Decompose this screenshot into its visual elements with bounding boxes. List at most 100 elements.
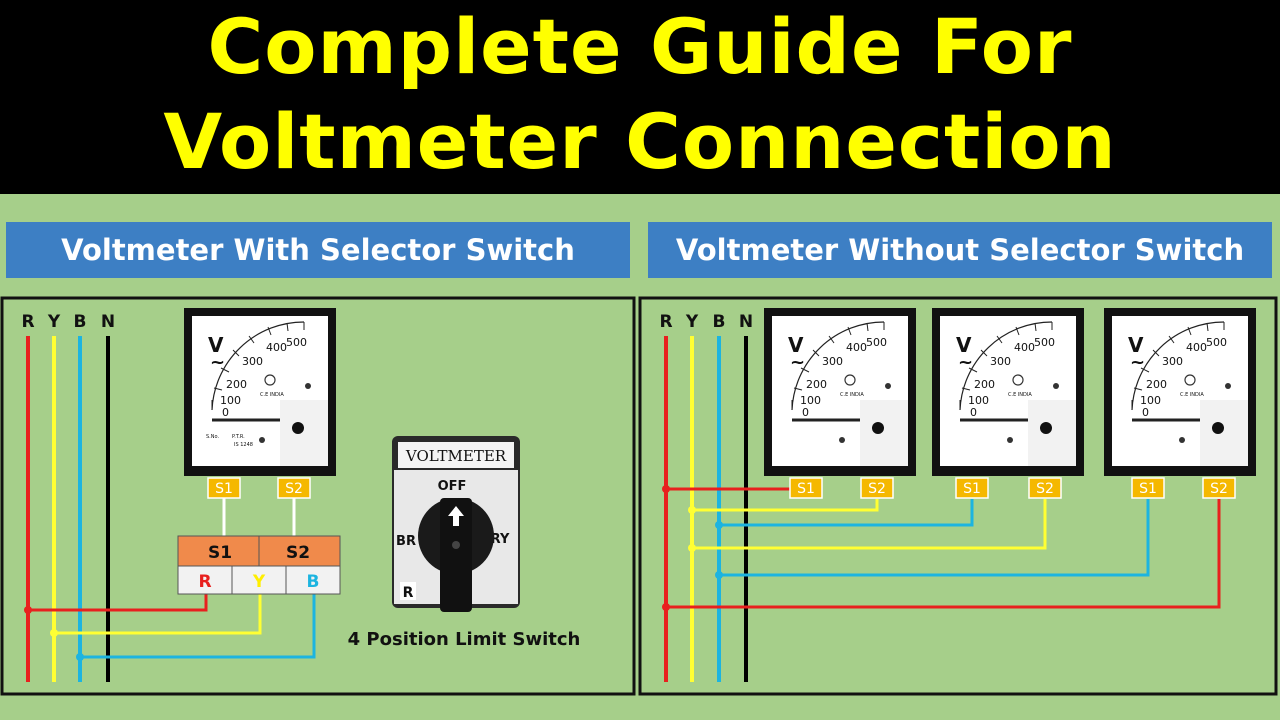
meter-unit-label: V: [1128, 333, 1144, 357]
meter-brand: C.E INDIA: [1180, 392, 1204, 398]
meter-scale-200: 200: [974, 378, 995, 391]
left-terminal-s2-label: S2: [285, 481, 303, 497]
right-voltmeter-3: V ~ 0 100 200 300 400 500 C.E INDIA: [1102, 306, 1258, 478]
right-section-header: Voltmeter Without Selector Switch: [648, 222, 1272, 278]
right-voltmeter-2: V ~ 0 100 200 300 400 500 C.E INDIA: [930, 306, 1086, 478]
right-junction-r1: [662, 485, 670, 493]
meter-scale-400: 400: [1014, 341, 1035, 354]
meter-ac-symbol: ~: [958, 352, 973, 373]
meter1-terminal-s1: [789, 477, 823, 499]
selector-block-r: R: [198, 572, 211, 592]
meter-brand: C.E INDIA: [840, 392, 864, 398]
switch-nameplate: [398, 442, 514, 468]
right-junction-r2: [662, 603, 670, 611]
switch-knob-screw: [452, 541, 460, 549]
meter-scale-300: 300: [1162, 355, 1183, 368]
meter2-wire-b: [719, 499, 974, 527]
left-terminal-s2: [277, 477, 311, 499]
meter2-terminal-s1: [955, 477, 989, 499]
meter-standard-label: IS 1248: [234, 442, 253, 448]
meter-scale-0: 0: [970, 406, 977, 419]
right-phase-label-y: Y: [685, 312, 699, 332]
meter-ac-symbol: ~: [210, 352, 225, 373]
meter3-terminal-s1-label: S1: [1139, 481, 1157, 497]
meter-scale-500: 500: [1206, 336, 1227, 349]
meter-scale-300: 300: [822, 355, 843, 368]
right-junction-y1: [688, 506, 696, 514]
meter2-terminal-s2: [1028, 477, 1062, 499]
meter-scale-0: 0: [222, 406, 229, 419]
meter-scale-100: 100: [800, 394, 821, 407]
meter3-wire-b: [719, 499, 1150, 577]
meter1-terminal-s2-label: S2: [868, 481, 886, 497]
meter-unit-label: V: [956, 333, 972, 357]
selector-block-b: B: [307, 572, 320, 592]
switch-logo-box: [400, 582, 416, 600]
meter3-terminal-s1: [1131, 477, 1165, 499]
left-phase-label-n: N: [101, 312, 115, 332]
selector-block-bottom: [177, 565, 341, 595]
voltmeter-selector-switch: VOLTMETER OFF BR RY R: [392, 436, 520, 612]
meter2-terminal-s2-label: S2: [1036, 481, 1054, 497]
selector-terminal-block: S1 S2 R Y B: [177, 535, 341, 595]
left-phase-label-b: B: [74, 312, 87, 332]
meter-scale-200: 200: [806, 378, 827, 391]
meter-brand: C.E INDIA: [260, 392, 284, 398]
left-terminal-s1-label: S1: [215, 481, 233, 497]
switch-logo: R: [403, 585, 414, 601]
meter1-wire-y: [692, 499, 879, 512]
switch-position-br: BR: [396, 534, 416, 549]
switch-handle: [440, 498, 472, 612]
meter-serial-label: S.No.: [206, 434, 219, 440]
meter-scale-100: 100: [1140, 394, 1161, 407]
meter-unit-label: V: [788, 333, 804, 357]
meter-scale-200: 200: [226, 378, 247, 391]
meter-scale-0: 0: [802, 406, 809, 419]
switch-caption: 4 Position Limit Switch: [348, 629, 581, 650]
meter3-wire-r: [666, 499, 1221, 609]
switch-nameplate-text: VOLTMETER: [405, 447, 507, 465]
meter-scale-400: 400: [266, 341, 287, 354]
switch-arrow-icon: [448, 506, 464, 526]
meter-scale-300: 300: [242, 355, 263, 368]
meter-ac-symbol: ~: [790, 352, 805, 373]
meter-ptr-label: P.T.R.: [232, 434, 245, 440]
title-line-2: Voltmeter Connection: [163, 97, 1117, 186]
meter3-terminal-s2: [1202, 477, 1236, 499]
selector-block-s2: S2: [286, 543, 310, 563]
meter-scale-300: 300: [990, 355, 1011, 368]
right-junction-y2: [688, 544, 696, 552]
meter3-terminal-s2-label: S2: [1210, 481, 1228, 497]
switch-position-ry: RY: [491, 532, 510, 547]
meter2-wire-y: [692, 499, 1047, 550]
right-junction-b1: [715, 521, 723, 529]
meter1-terminal-s2: [860, 477, 894, 499]
meter-scale-100: 100: [220, 394, 241, 407]
meter-scale-400: 400: [1186, 341, 1207, 354]
left-wire-y: [54, 594, 262, 635]
meter1-terminal-s1-label: S1: [797, 481, 815, 497]
left-junction-b: [76, 653, 84, 661]
left-phase-label-y: Y: [47, 312, 61, 332]
meter-scale-0: 0: [1142, 406, 1149, 419]
selector-block-y: Y: [252, 572, 266, 592]
left-terminal-s1: [207, 477, 241, 499]
meter-scale-500: 500: [286, 336, 307, 349]
right-phase-label-r: R: [659, 312, 672, 332]
left-phase-label-r: R: [21, 312, 34, 332]
left-junction-y: [50, 629, 58, 637]
title-line-1: Complete Guide For: [207, 2, 1073, 91]
left-wire-b: [80, 594, 316, 659]
meter-scale-100: 100: [968, 394, 989, 407]
meter-scale-200: 200: [1146, 378, 1167, 391]
meter-scale-500: 500: [1034, 336, 1055, 349]
selector-block-s1: S1: [208, 543, 232, 563]
meter-ac-symbol: ~: [1130, 352, 1145, 373]
meter-scale-500: 500: [866, 336, 887, 349]
left-section-header: Voltmeter With Selector Switch: [6, 222, 630, 278]
title-band: Complete Guide For Voltmeter Connection: [0, 0, 1280, 194]
meter-brand: C.E INDIA: [1008, 392, 1032, 398]
meter2-terminal-s1-label: S1: [963, 481, 981, 497]
right-junction-b2: [715, 571, 723, 579]
